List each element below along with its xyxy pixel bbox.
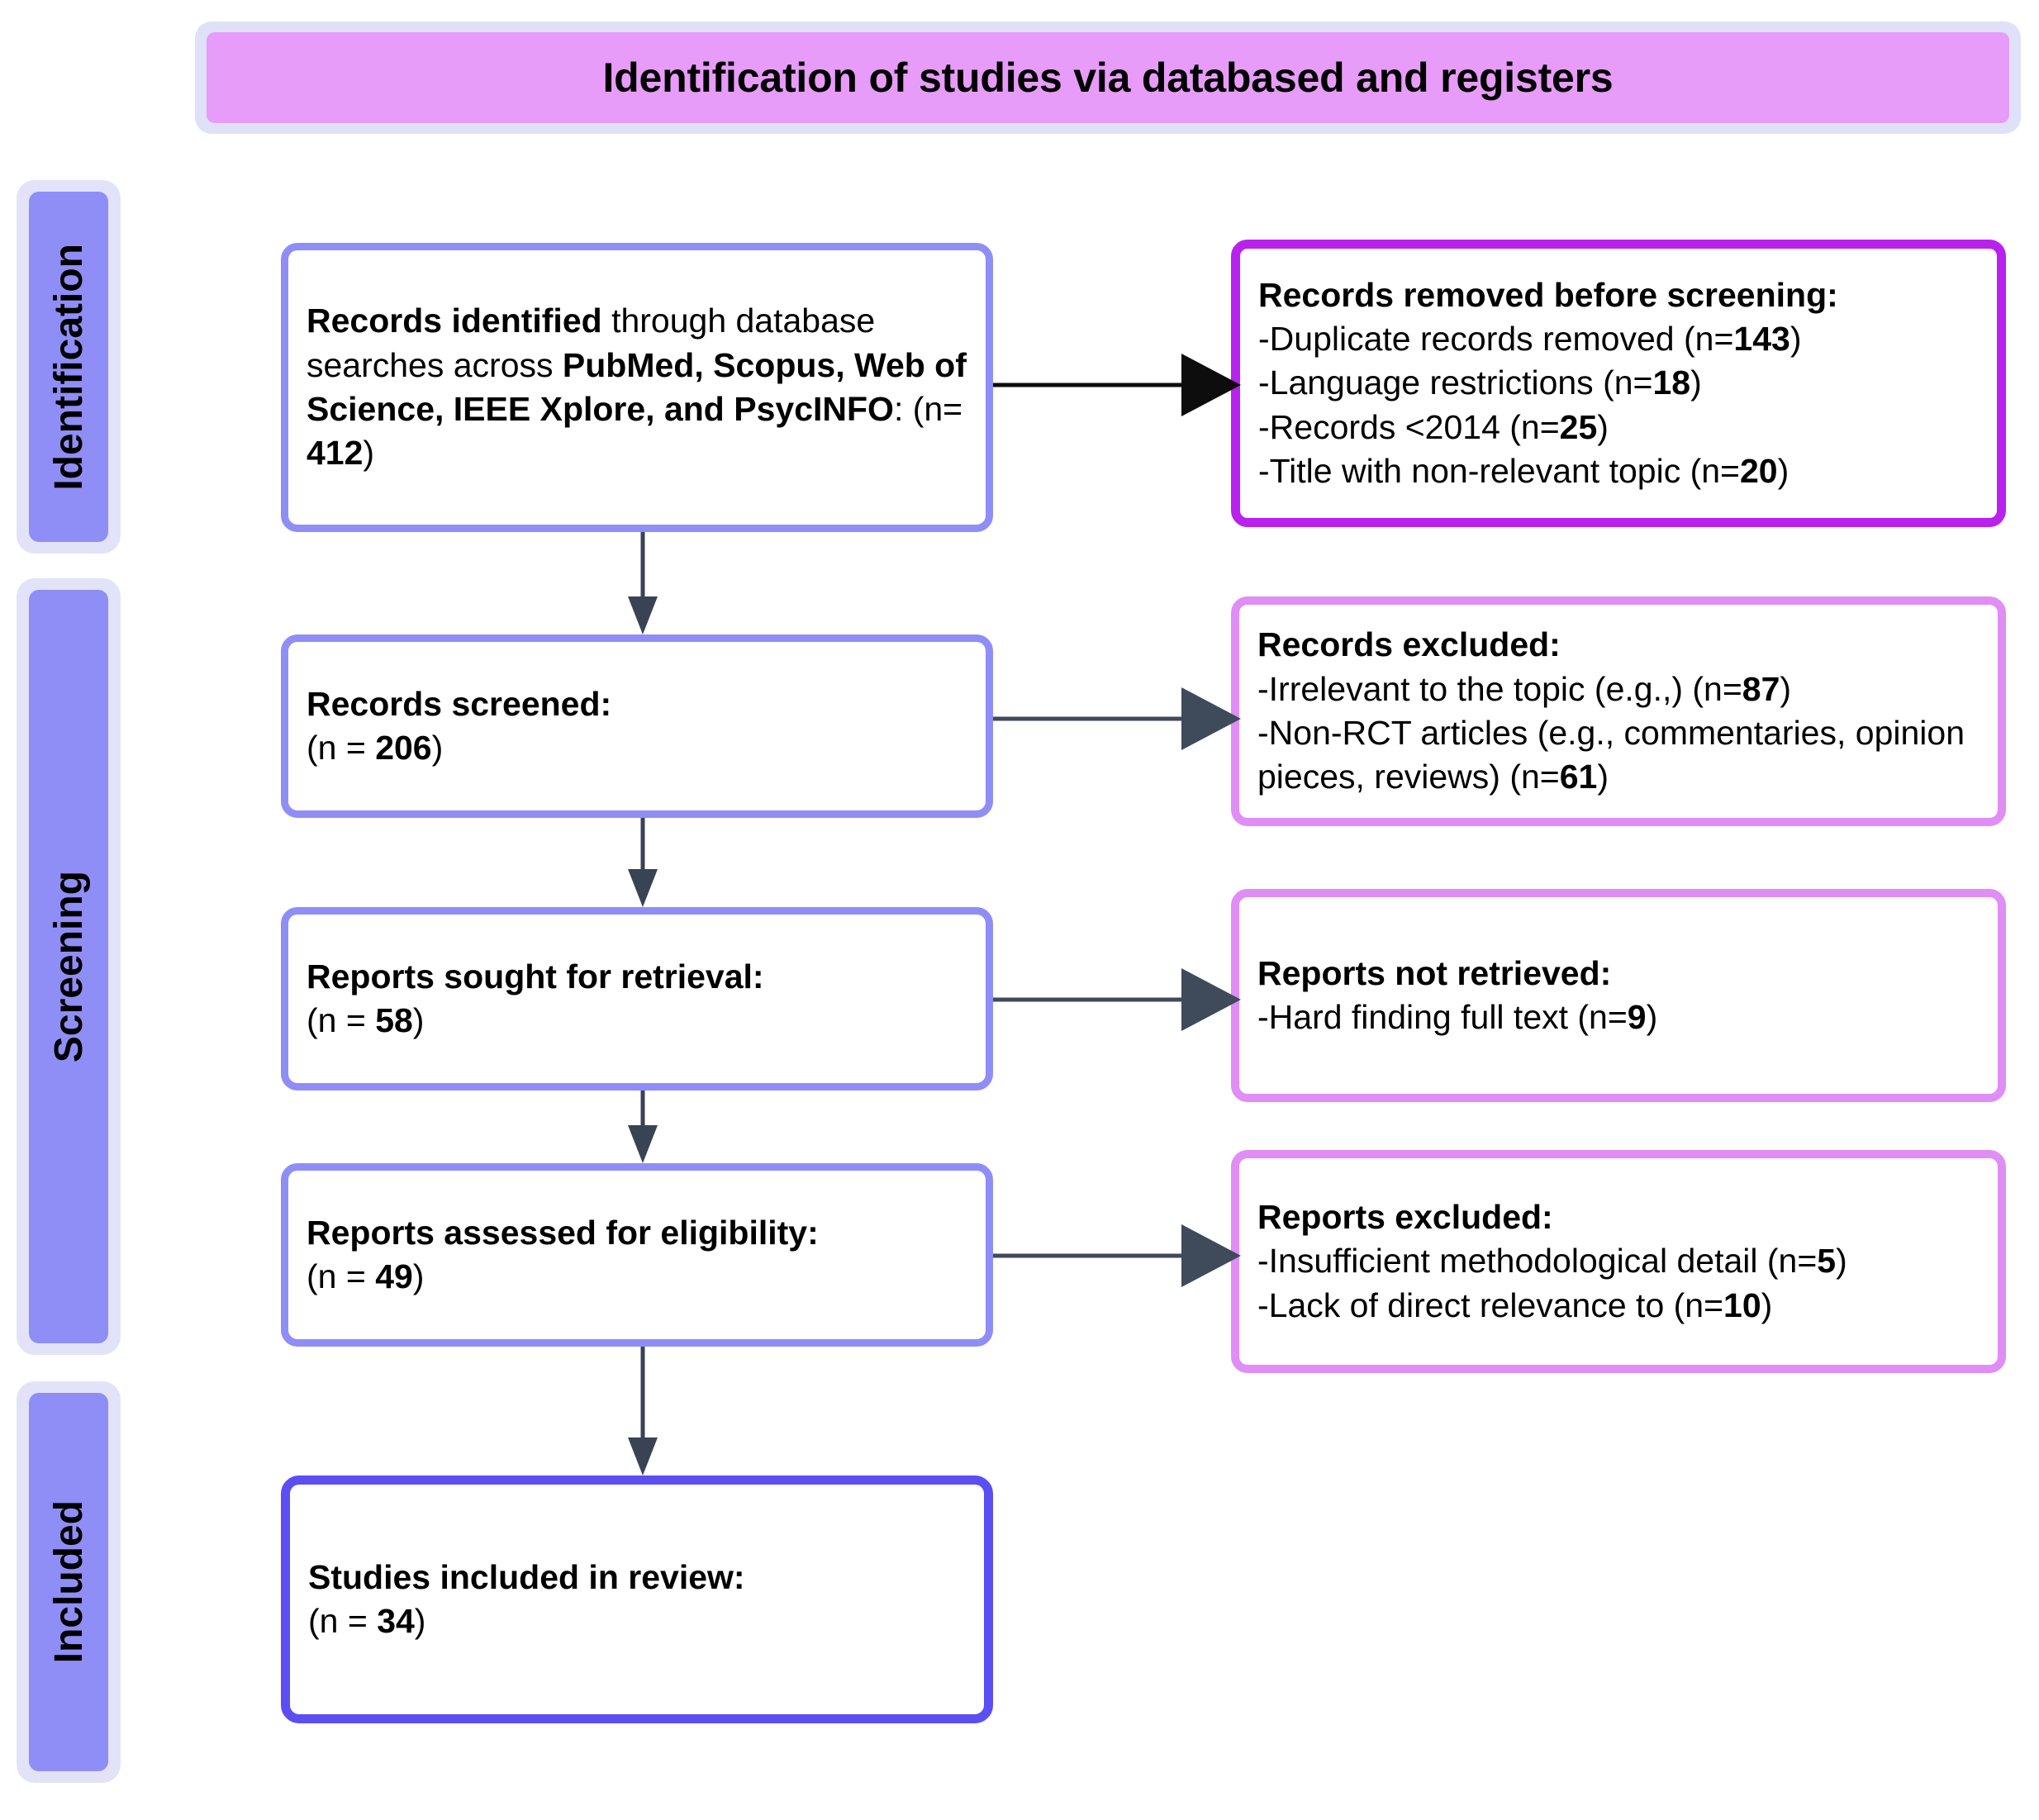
arrow-head-right-icon [1181, 968, 1241, 1031]
box-reports-not-retrieved-text: Reports not retrieved:-Hard finding full… [1257, 953, 1658, 1036]
arrow-head-right-icon [1181, 354, 1241, 416]
arrow-stem [640, 532, 645, 600]
box-records-excluded: Records excluded:-Irrelevant to the topi… [1231, 596, 2006, 826]
box-reports-assessed-text: Reports assessed for eligibility:(n = 49… [307, 1213, 819, 1295]
arrow-screened-to-sought [626, 818, 659, 907]
arrow-assessed-to-reports-excluded [993, 1224, 1241, 1287]
box-reports-excluded: Reports excluded:-Insufficient methodolo… [1231, 1150, 2006, 1373]
arrow-stem [993, 383, 1185, 387]
arrow-head-right-icon [1181, 687, 1241, 750]
box-studies-included-text: Studies included in review:(n = 34) [308, 1557, 745, 1640]
stage-sidebar-included-fill: Included [29, 1393, 108, 1771]
stage-sidebar-screening-fill: Screening [29, 590, 108, 1343]
arrow-stem [993, 997, 1185, 1002]
arrow-stem [640, 1347, 645, 1441]
stage-label-included: Included [46, 1500, 91, 1664]
box-reports-assessed-for-eligibility: Reports assessed for eligibility:(n = 49… [281, 1163, 993, 1347]
arrow-stem [993, 1253, 1185, 1258]
stage-label-screening: Screening [46, 870, 91, 1063]
stage-sidebar-identification: Identification [17, 180, 121, 554]
arrow-identified-to-screened [626, 532, 659, 634]
box-reports-not-retrieved: Reports not retrieved:-Hard finding full… [1231, 889, 2006, 1102]
arrow-head-right-icon [1181, 1224, 1241, 1287]
stage-sidebar-identification-fill: Identification [29, 192, 108, 542]
arrow-head-down-icon [628, 869, 658, 907]
box-records-identified: Records identified through database sear… [281, 243, 993, 532]
arrow-head-down-icon [628, 596, 658, 634]
arrow-sought-to-not-retrieved [993, 968, 1241, 1031]
box-records-identified-text: Records identified through database sear… [307, 302, 967, 473]
arrow-stem [640, 818, 645, 872]
box-records-excluded-text: Records excluded:-Irrelevant to the topi… [1257, 625, 1965, 796]
arrow-screened-to-records-excluded [993, 687, 1241, 750]
box-studies-included-in-review: Studies included in review:(n = 34) [281, 1475, 993, 1723]
page-title: Identification of studies via databased … [602, 54, 1614, 101]
box-records-removed-before-screening: Records removed before screening:-Duplic… [1231, 240, 2006, 527]
arrow-identified-to-removed [993, 354, 1241, 416]
arrow-sought-to-assessed [626, 1091, 659, 1163]
stage-sidebar-included: Included [17, 1381, 121, 1783]
arrow-stem [640, 1091, 645, 1129]
arrow-head-down-icon [628, 1437, 658, 1475]
box-reports-excluded-text: Reports excluded:-Insufficient methodolo… [1257, 1198, 1847, 1324]
stage-sidebar-screening: Screening [17, 578, 121, 1355]
arrow-head-down-icon [628, 1125, 658, 1163]
diagram-header-band: Identification of studies via databased … [207, 32, 2009, 123]
diagram-header-frame: Identification of studies via databased … [195, 21, 2021, 134]
arrow-stem [993, 716, 1185, 721]
box-records-removed-text: Records removed before screening:-Duplic… [1258, 275, 1838, 490]
box-records-screened: Records screened:(n = 206) [281, 634, 993, 818]
box-reports-sought-for-retrieval: Reports sought for retrieval:(n = 58) [281, 907, 993, 1091]
stage-label-identification: Identification [46, 243, 91, 491]
box-reports-sought-text: Reports sought for retrieval:(n = 58) [307, 957, 764, 1039]
arrow-assessed-to-included [626, 1347, 659, 1475]
box-records-screened-text: Records screened:(n = 206) [307, 684, 612, 767]
